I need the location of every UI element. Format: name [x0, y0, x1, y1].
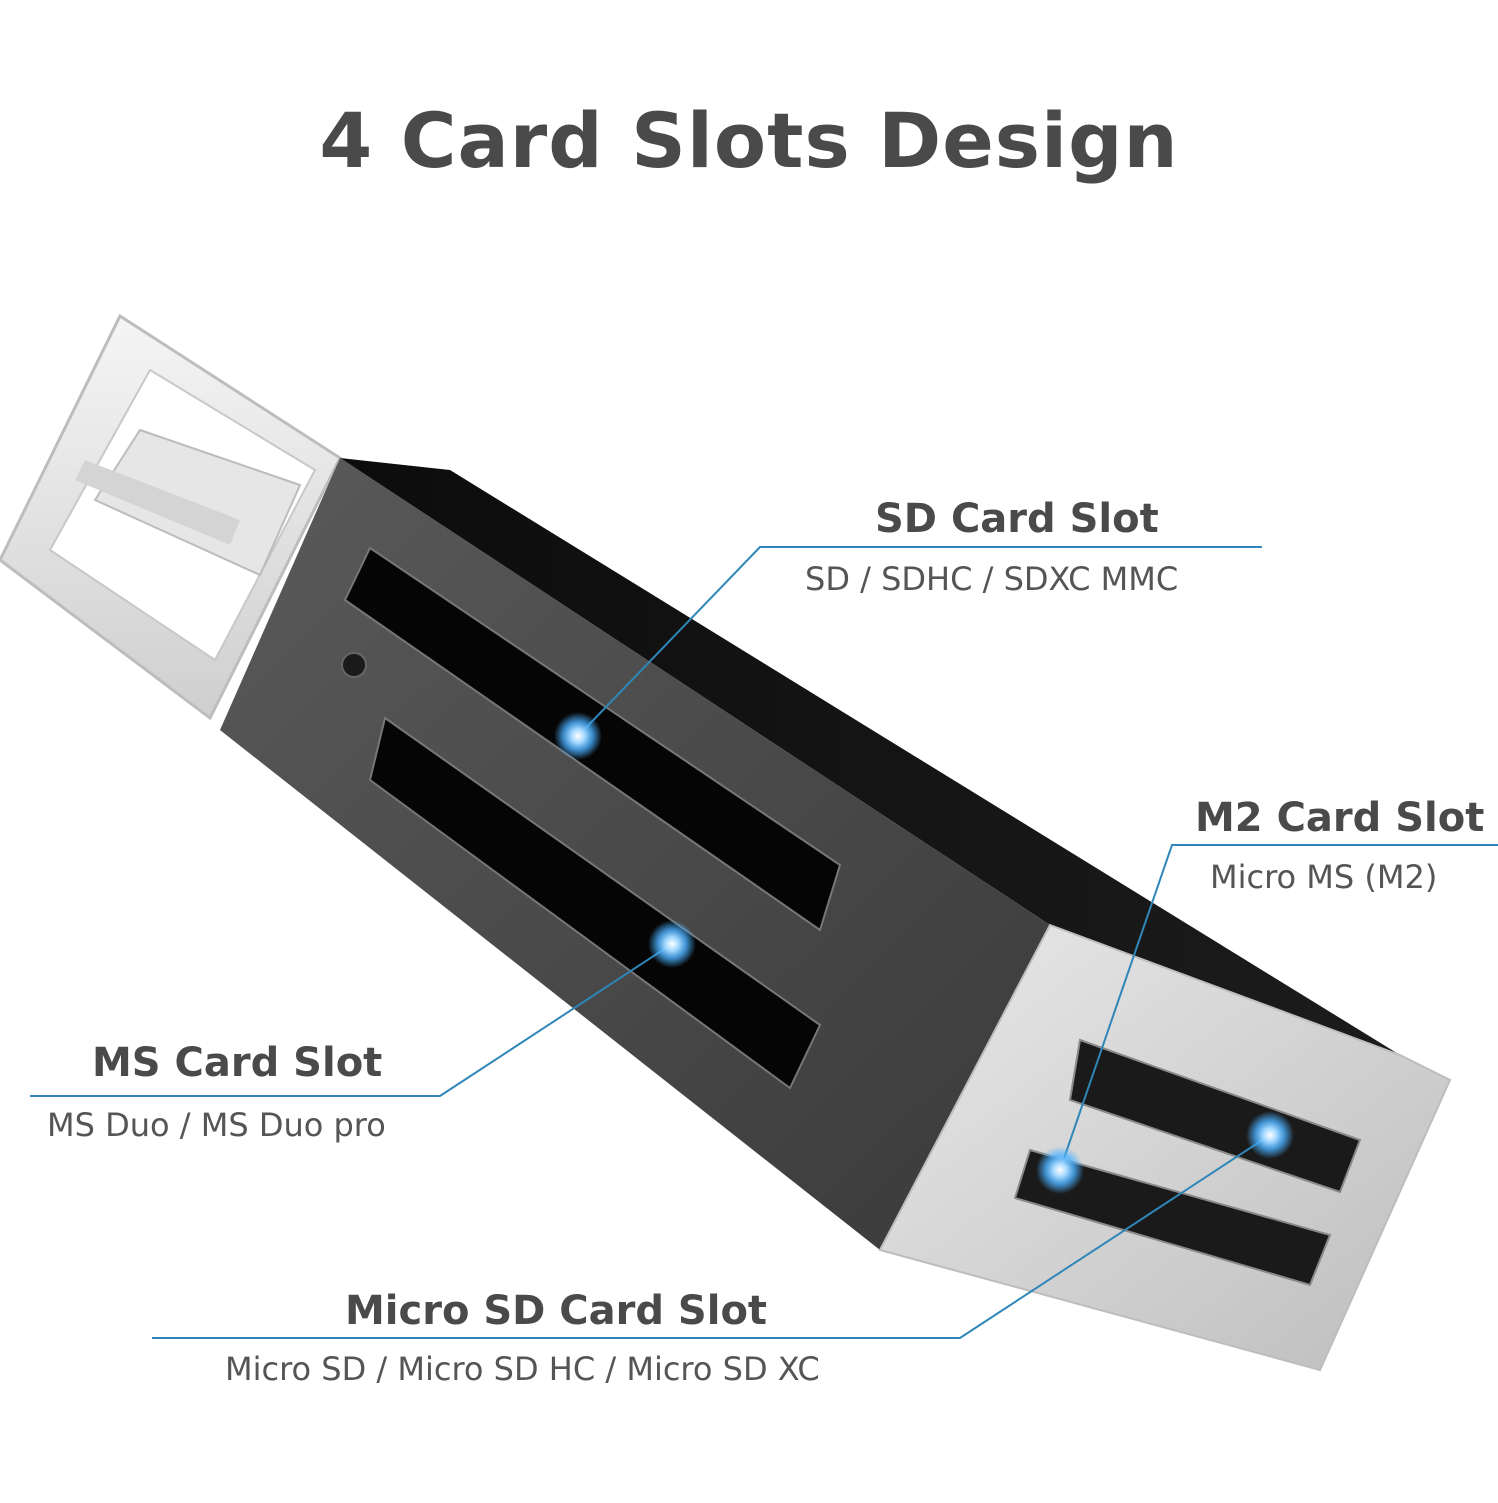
sd-marker-icon	[554, 712, 602, 760]
ms-callout-line	[30, 943, 673, 1097]
reader-top-face	[340, 458, 1400, 1055]
microsd-marker-icon	[1246, 1111, 1294, 1159]
m2-slot-label: M2 Card Slot	[1195, 795, 1485, 841]
microsd-callout-line	[152, 1134, 1271, 1339]
ms-slot-formats: MS Duo / MS Duo pro	[47, 1106, 386, 1144]
usb-connector	[0, 313, 342, 721]
m2-marker-icon	[1036, 1146, 1084, 1194]
led-indicator	[341, 652, 367, 678]
reader-end-cap	[878, 923, 1452, 1372]
m2-callout-line	[1059, 844, 1498, 1171]
callout-lines	[30, 546, 1498, 1339]
microsd-slot-label: Micro SD Card Slot	[345, 1288, 768, 1334]
sd-slot-formats: SD / SDHC / SDXC MMC	[805, 560, 1179, 598]
ms-marker-icon	[648, 920, 696, 968]
microsd-slot-formats: Micro SD / Micro SD HC / Micro SD XC	[225, 1350, 820, 1388]
sd-callout-line	[577, 546, 1262, 737]
page-title: 4 Card Slots Design	[319, 96, 1179, 185]
sd-slot-label: SD Card Slot	[875, 496, 1159, 542]
ms-slot-label: MS Card Slot	[92, 1040, 383, 1086]
m2-slot-formats: Micro MS (M2)	[1210, 858, 1438, 896]
